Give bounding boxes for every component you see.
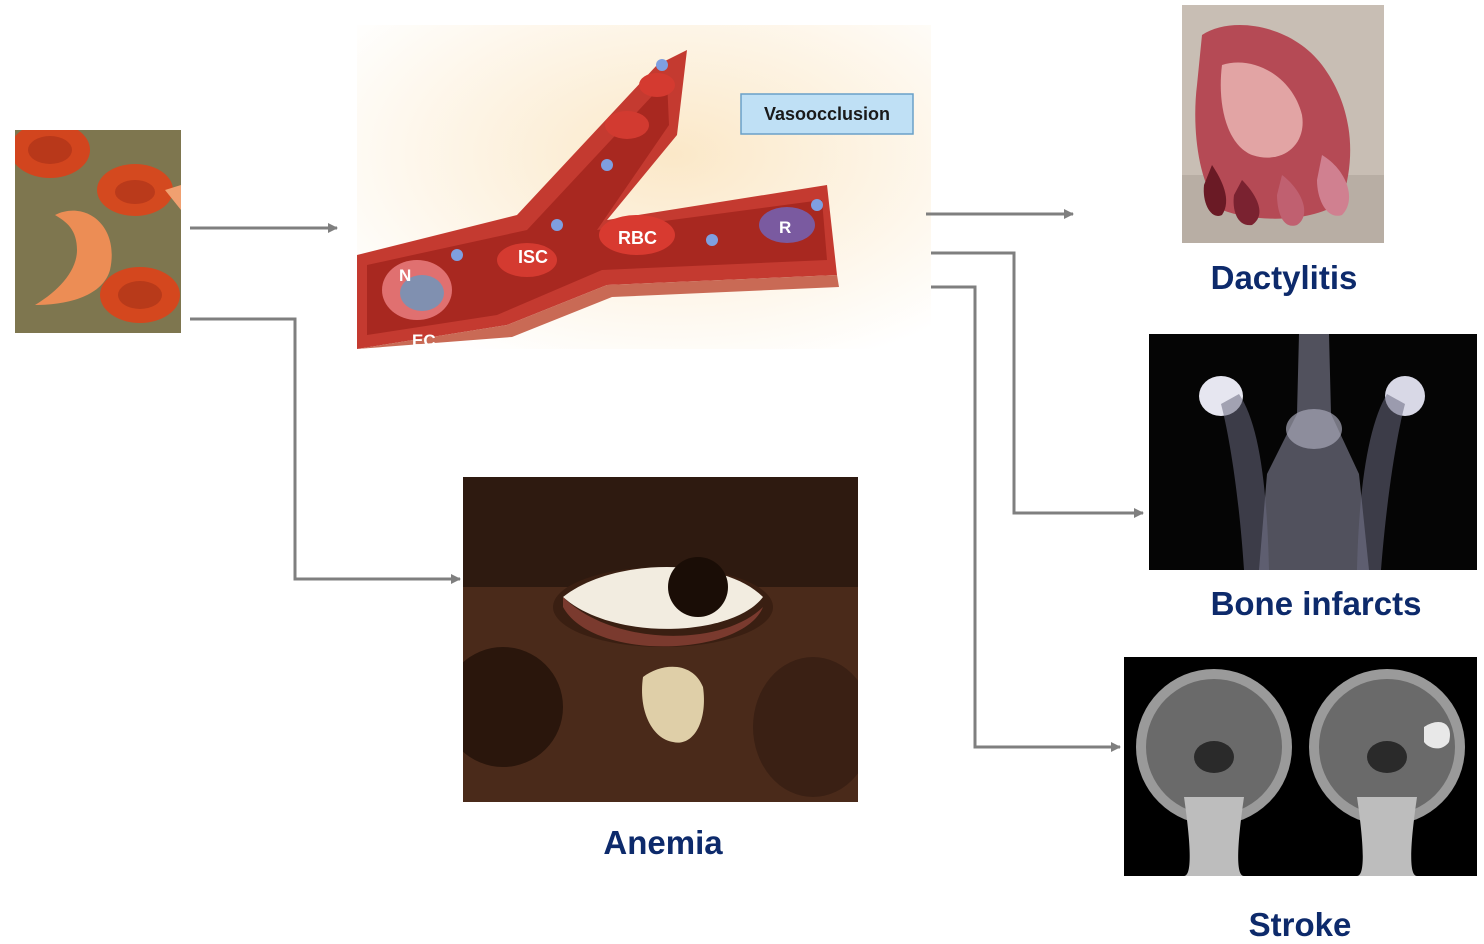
blood-vessel-diagram: Vasoocclusion N EC ISC RBC R [357, 25, 931, 349]
sickle-cell-image [15, 130, 181, 333]
bone-scan-image [1149, 334, 1477, 570]
arrow-to-anemia [190, 319, 460, 579]
bone-infarcts-caption: Bone infarcts [1170, 585, 1462, 623]
stroke-caption: Stroke [1200, 906, 1400, 944]
vasoocclusion-callout: Vasoocclusion [764, 104, 890, 124]
label-n: N [399, 266, 411, 285]
label-r: R [779, 218, 791, 237]
pale-eye-photo [463, 477, 858, 802]
arrow-to-bone-infarcts [931, 253, 1143, 513]
swollen-hand-photo [1182, 5, 1384, 243]
label-ec: EC [412, 331, 436, 349]
anemia-caption: Anemia [563, 824, 763, 862]
brain-mri-image [1124, 657, 1477, 876]
arrow-to-stroke [931, 287, 1120, 747]
label-isc: ISC [518, 247, 548, 267]
dactylitis-caption: Dactylitis [1182, 259, 1386, 297]
label-rbc: RBC [618, 228, 657, 248]
